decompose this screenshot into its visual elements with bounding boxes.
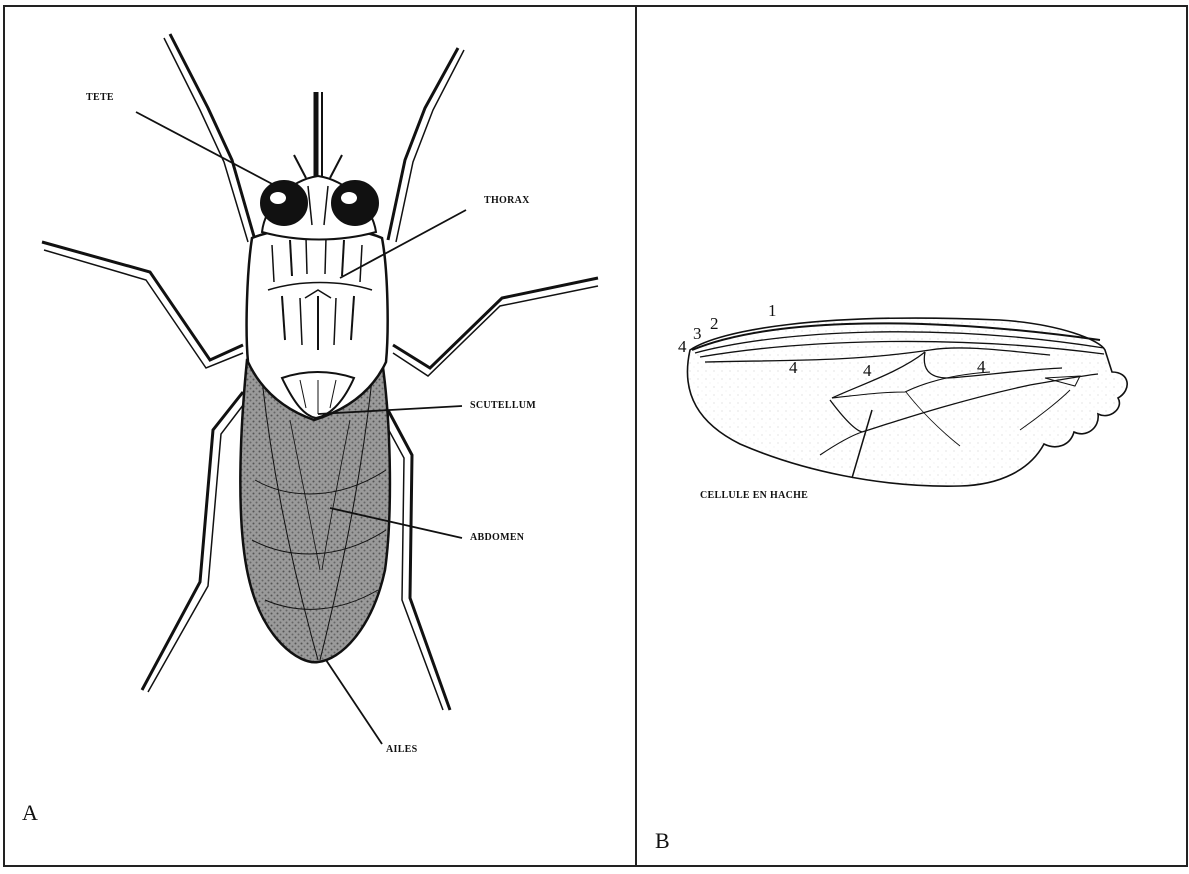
label-abdomen: ABDOMEN [470,532,525,543]
head [261,176,378,240]
wing-vein-4-c: 4 [977,357,986,376]
label-scutellum: SCUTELLUM [470,400,536,411]
label-cell: CELLULE EN HACHE [700,490,808,501]
wing-drawing [687,318,1127,486]
label-thorax: THORAX [484,195,530,206]
wing-vein-4-a: 4 [789,358,798,377]
panel-letter-b: B [655,828,670,854]
wing-vein-1: 1 [768,301,777,320]
wing-vein-4-b: 4 [863,361,872,380]
panel-letter-a: A [22,800,38,826]
wing-vein-4-base: 4 [678,337,687,356]
proboscis [316,92,322,178]
fly-drawing [42,34,598,710]
label-head: TETE [86,92,114,103]
label-wings: AILES [386,744,418,755]
wing-vein-2: 2 [710,314,719,333]
wing-vein-3: 3 [693,324,702,343]
